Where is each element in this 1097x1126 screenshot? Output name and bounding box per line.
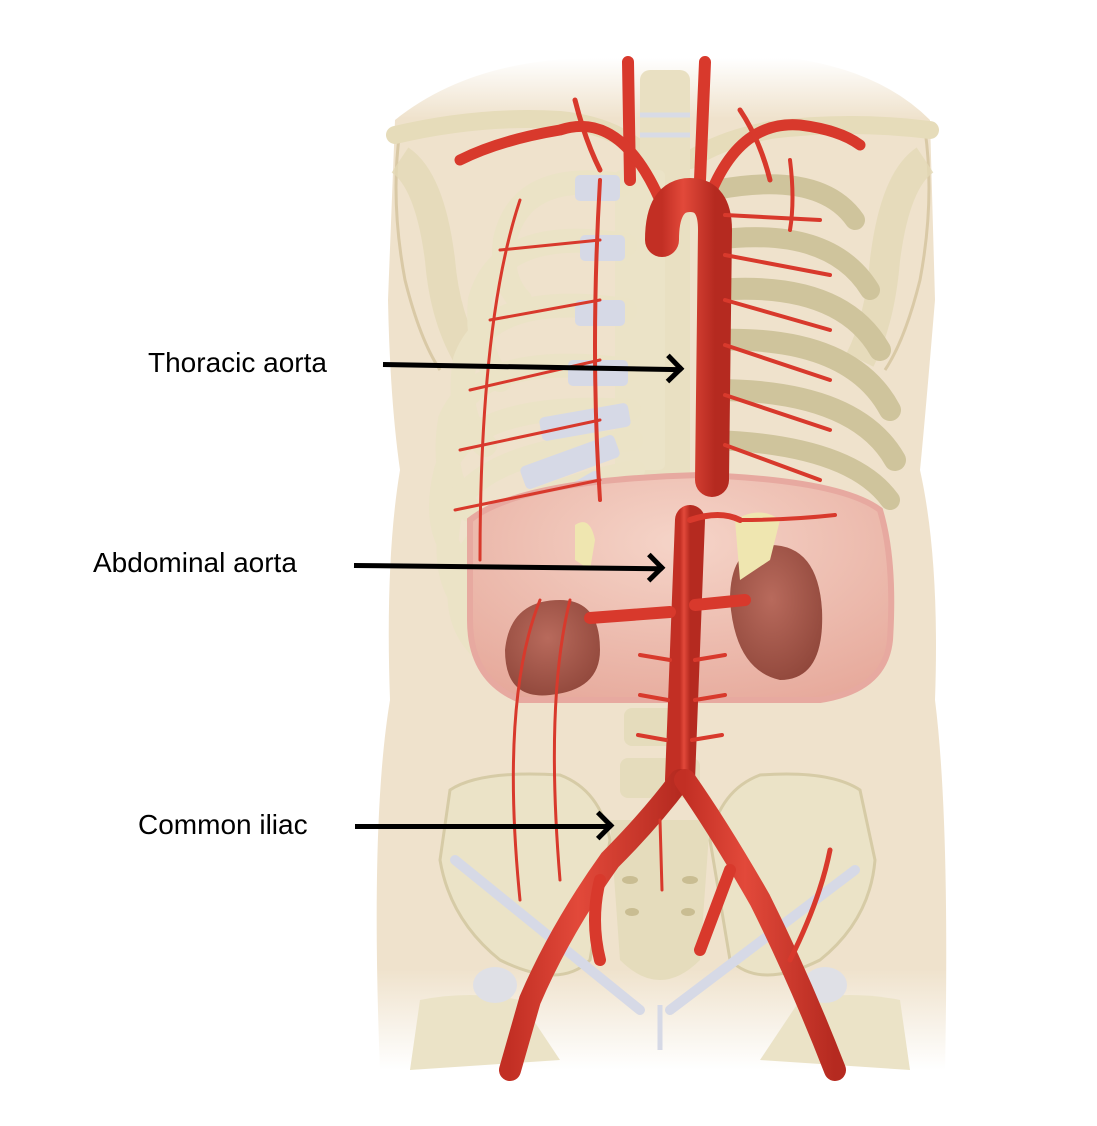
arrow-common-iliac xyxy=(355,824,608,829)
label-thoracic-aorta: Thoracic aorta xyxy=(148,347,327,378)
kidneys xyxy=(505,512,823,696)
label-common-iliac: Common iliac xyxy=(138,809,308,840)
arteries xyxy=(453,56,866,1081)
label-abdominal-aorta: Abdominal aorta xyxy=(93,547,297,578)
ribs-right xyxy=(704,174,906,510)
